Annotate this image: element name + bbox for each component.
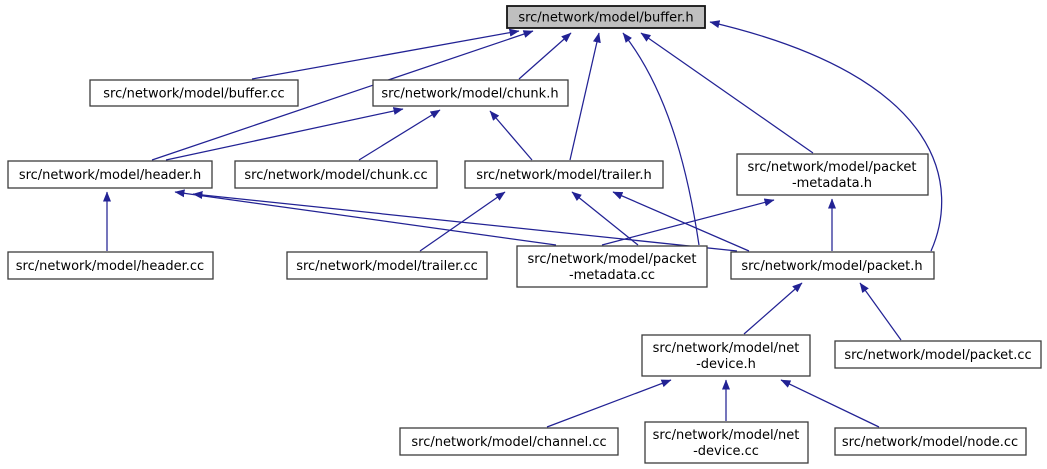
node-label: src/network/model/chunk.cc: [244, 168, 427, 183]
node-box: [372, 79, 569, 107]
node-box: [7, 251, 214, 280]
edge-trailer-cc-to-trailer-h: [419, 191, 506, 252]
node-label: src/network/model/channel.cc: [411, 435, 606, 450]
edge-packet-h-to-buffer-h: [709, 20, 943, 252]
node-trailer-h[interactable]: src/network/model/trailer.h: [464, 160, 664, 189]
node-box: [834, 340, 1042, 369]
node-label: src/network/model/trailer.h: [476, 168, 652, 183]
node-label-line1: src/network/model/packet: [528, 252, 697, 267]
edge-packet-metadata-cc-to-header-h: [174, 189, 557, 246]
node-trailer-cc[interactable]: src/network/model/trailer.cc: [286, 251, 488, 280]
node-packet-metadata-h[interactable]: src/network/model/packet -metadata.h: [736, 153, 929, 196]
node-label-line1: src/network/model/net: [653, 341, 800, 356]
edge-channel-cc-to-net-device-h: [546, 379, 672, 428]
node-box: [286, 251, 488, 280]
node-label: src/network/model/packet.h: [741, 259, 922, 274]
edge-chunk-cc-to-chunk-h: [358, 109, 441, 161]
node-label: src/network/model/chunk.h: [381, 87, 558, 102]
edge-packet-metadata-h-to-buffer-h: [640, 32, 814, 154]
node-packet-cc[interactable]: src/network/model/packet.cc: [834, 340, 1042, 369]
node-label-line2: -metadata.h: [792, 176, 872, 191]
node-net-device-cc[interactable]: src/network/model/net -device.cc: [644, 421, 809, 464]
node-box: [516, 245, 708, 288]
node-chunk-h[interactable]: src/network/model/chunk.h: [372, 79, 569, 107]
node-chunk-cc[interactable]: src/network/model/chunk.cc: [234, 160, 438, 189]
node-box: [464, 160, 664, 189]
node-label: src/network/model/buffer.cc: [103, 87, 284, 102]
node-box: [89, 79, 299, 107]
node-packet-metadata-cc[interactable]: src/network/model/packet -metadata.cc: [516, 245, 708, 288]
node-label: src/network/model/packet.cc: [844, 348, 1031, 363]
node-label: src/network/model/header.h: [19, 168, 201, 183]
graph-edges: [103, 20, 943, 428]
node-label: src/network/model/header.cc: [16, 259, 204, 274]
node-buffer-h[interactable]: src/network/model/buffer.h: [506, 5, 706, 29]
node-channel-cc[interactable]: src/network/model/channel.cc: [399, 427, 619, 456]
node-box: [506, 5, 706, 29]
edge-trailer-h-to-chunk-h: [489, 110, 533, 161]
node-box: [730, 251, 935, 280]
edge-packet-cc-to-packet-h: [859, 282, 902, 341]
edge-packet-metadata-cc-to-trailer-h: [571, 191, 639, 246]
edge-node-cc-to-net-device-h: [780, 379, 880, 428]
node-box: [644, 421, 809, 464]
node-packet-h[interactable]: src/network/model/packet.h: [730, 251, 935, 280]
node-box: [399, 427, 619, 456]
node-node-cc[interactable]: src/network/model/node.cc: [834, 427, 1027, 456]
node-label: src/network/model/buffer.h: [518, 11, 693, 26]
edge-net-device-h-to-packet-h: [743, 282, 803, 335]
node-label: src/network/model/trailer.cc: [296, 259, 478, 274]
edge-packet-h-to-trailer-h: [612, 191, 750, 252]
node-label-line2: -device.h: [696, 357, 756, 372]
node-header-h[interactable]: src/network/model/header.h: [7, 160, 213, 189]
node-box: [736, 153, 929, 196]
node-label-line1: src/network/model/packet: [748, 160, 917, 175]
edge-packet-h-to-header-h: [192, 191, 738, 252]
node-header-cc[interactable]: src/network/model/header.cc: [7, 251, 214, 280]
node-box: [7, 160, 213, 189]
node-buffer-cc[interactable]: src/network/model/buffer.cc: [89, 79, 299, 107]
edge-buffer-cc-to-buffer-h: [251, 28, 520, 80]
node-label-line1: src/network/model/net: [653, 428, 800, 443]
node-net-device-h[interactable]: src/network/model/net -device.h: [641, 334, 811, 377]
node-box: [641, 334, 811, 377]
node-box: [834, 427, 1027, 456]
node-label-line2: -device.cc: [693, 444, 759, 459]
edge-trailer-h-to-buffer-h: [569, 32, 601, 161]
node-box: [234, 160, 438, 189]
edge-packet-metadata-cc-to-packet-metadata-h: [601, 198, 775, 246]
edge-header-h-to-buffer-h: [151, 30, 534, 161]
node-label: src/network/model/node.cc: [842, 435, 1018, 450]
edge-header-h-to-chunk-h: [165, 107, 404, 161]
edge-chunk-h-to-buffer-h: [518, 32, 572, 80]
node-label-line2: -metadata.cc: [569, 268, 655, 283]
